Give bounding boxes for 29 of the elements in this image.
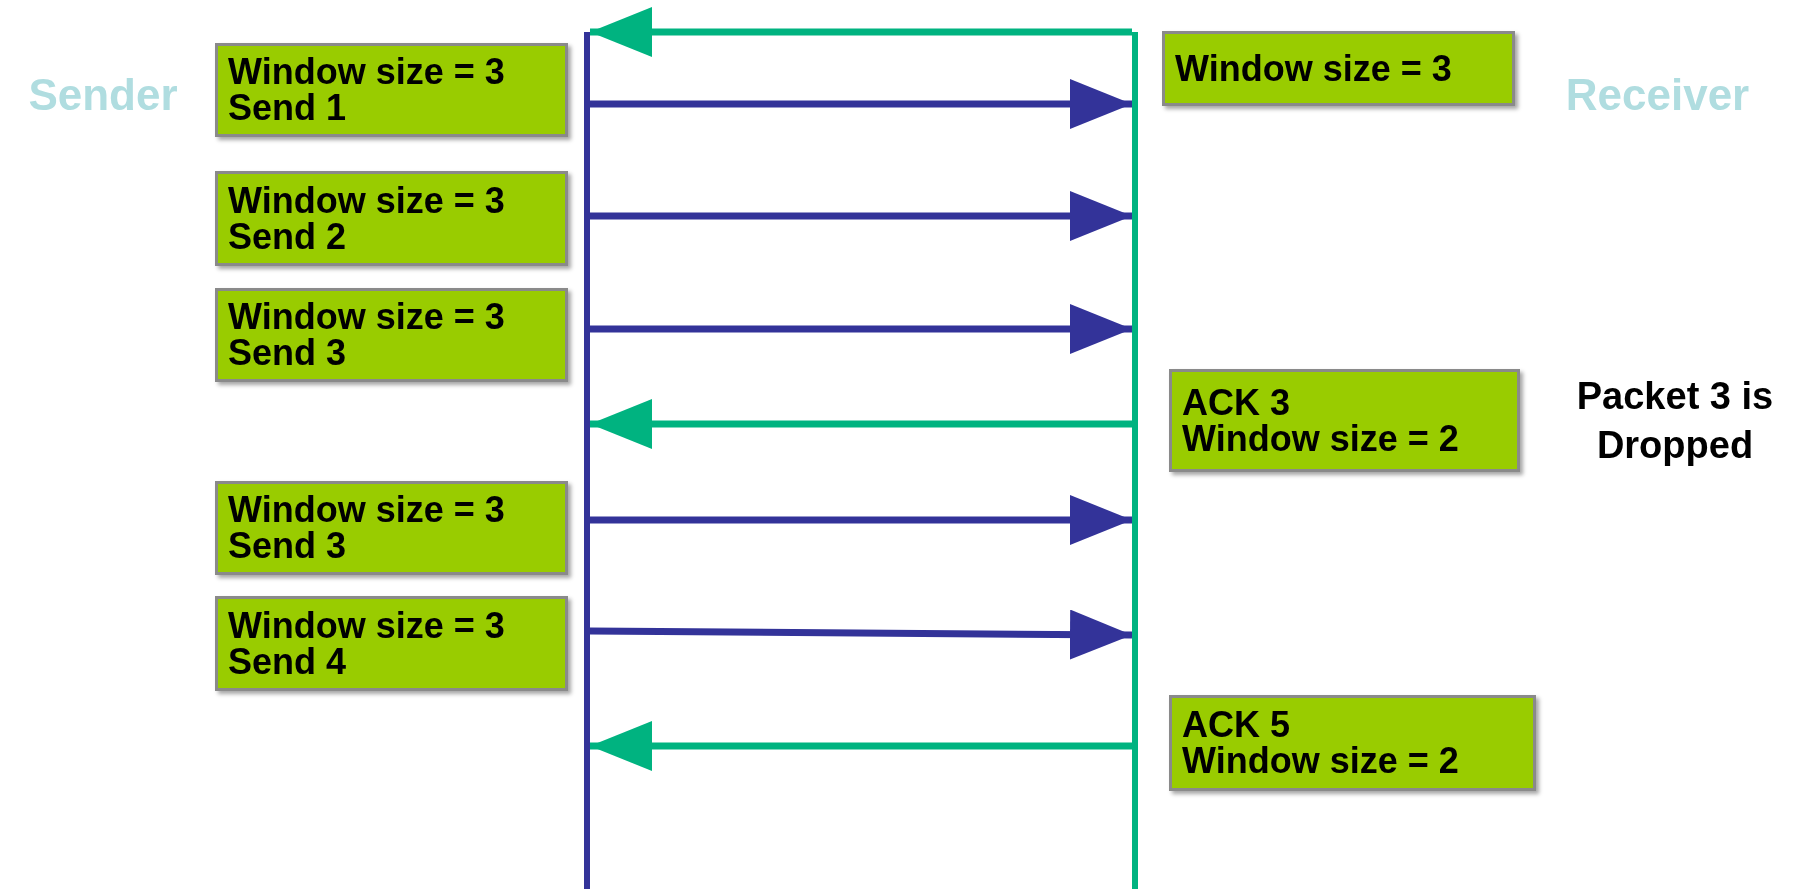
box-text: Window size = 2 — [1182, 420, 1460, 457]
state-box — [215, 171, 568, 266]
state-box — [215, 43, 568, 137]
lifeline-title: Receiver — [1564, 69, 1751, 121]
box-text: Window size = 3 — [228, 54, 506, 90]
state-box — [215, 481, 568, 575]
box-text: ACK 3 — [1182, 384, 1292, 421]
box-text: Window size = 2 — [1182, 743, 1460, 779]
box-text: Window size = 3 — [228, 607, 506, 644]
box-text: Window size = 3 — [228, 182, 506, 219]
box-text: Send 2 — [228, 218, 348, 255]
box-text: Send 1 — [228, 90, 348, 126]
state-box — [215, 596, 568, 691]
box-text: Window size = 3 — [228, 492, 506, 528]
box-text: Send 3 — [228, 335, 348, 371]
note-text: Packet 3 is Dropped — [1575, 374, 1775, 469]
state-box — [1162, 31, 1515, 106]
lifeline-title: Sender — [27, 69, 179, 121]
box-text: Send 3 — [228, 528, 348, 564]
box-text: ACK 5 — [1182, 707, 1292, 743]
state-box — [1169, 695, 1536, 791]
lifeline — [1132, 32, 1138, 889]
state-box — [215, 288, 568, 382]
message-arrow — [589, 609, 1133, 660]
lifeline — [584, 32, 590, 889]
box-text: Window size = 3 — [1175, 50, 1453, 87]
box-text: Window size = 3 — [228, 299, 506, 335]
state-box — [1169, 369, 1520, 472]
box-text: Send 4 — [228, 643, 348, 680]
